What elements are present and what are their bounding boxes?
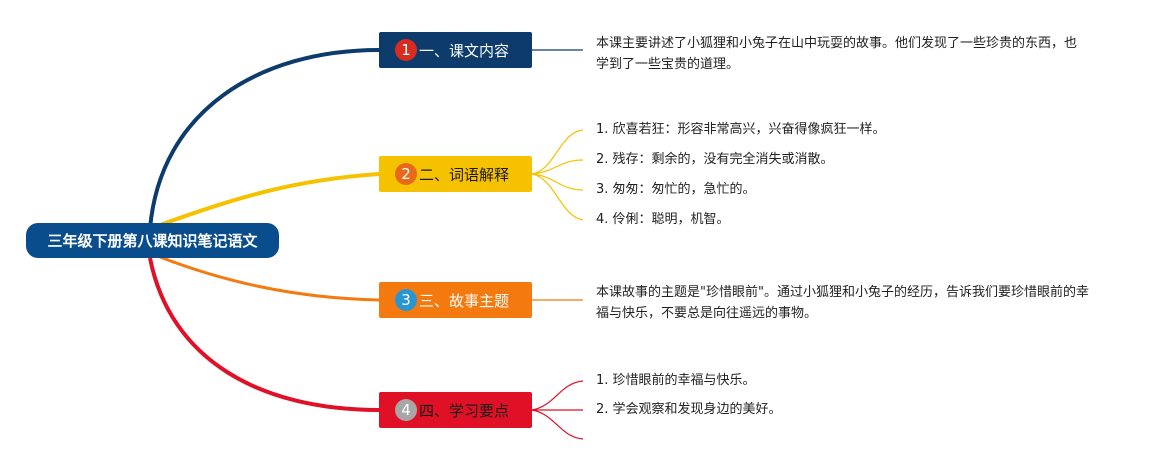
branch-1-note: 本课主要讲述了小狐狸和小兔子在山中玩耍的故事。他们发现了一些珍贵的东西，也学到了…: [596, 36, 1078, 72]
link-branch-4-leaf-1: [531, 380, 584, 411]
root-label: 三年级下册第八课知识笔记语文: [47, 232, 258, 250]
link-branch-4-leaf-3: [531, 409, 584, 440]
link-root-branch-2: [159, 172, 380, 227]
branch-2-leaf-2: 2. 残存：剩余的，没有完全消失或消散。: [596, 152, 834, 167]
branch-node-2[interactable]: 2 二、词语解释: [379, 156, 532, 192]
number-badge-2: 2: [395, 163, 417, 185]
link-root-branch-3: [159, 255, 380, 302]
root-node[interactable]: 三年级下册第八课知识笔记语文: [26, 223, 279, 258]
link-root-branch-1: [148, 48, 380, 230]
branch-node-1[interactable]: 1 一、课文内容: [379, 32, 532, 68]
link-branch-2-leaf-4: [531, 173, 584, 221]
branch-4-leaf-1: 1. 珍惜眼前的幸福与快乐。: [596, 373, 756, 388]
link-branch-2-leaf-1: [531, 129, 584, 175]
branch-2-leaf-4: 4. 伶俐：聪明，机智。: [596, 212, 730, 227]
number-badge-1: 1: [395, 39, 417, 61]
branch-node-3[interactable]: 3 三、故事主题: [379, 282, 532, 318]
branch-label-4: 四、学习要点: [419, 401, 510, 420]
branch-2-leaf-1: 1. 欣喜若狂：形容非常高兴，兴奋得像疯狂一样。: [596, 122, 886, 137]
branch-4-leaf-2: 2. 学会观察和发现身边的美好。: [596, 402, 782, 417]
branch-label-1: 一、课文内容: [419, 41, 510, 60]
link-branch-2-leaf-3: [531, 173, 584, 191]
branch-node-4[interactable]: 4 四、学习要点: [379, 392, 532, 428]
branch-label-2: 二、词语解释: [419, 165, 510, 184]
number-badge-3: 3: [395, 289, 417, 311]
branch-label-3: 三、故事主题: [419, 291, 510, 310]
branch-3-note: 本课故事的主题是"珍惜眼前"。通过小狐狸和小兔子的经历，告诉我们要珍惜眼前的幸福…: [596, 285, 1089, 321]
branch-2-leaf-3: 3. 匆匆：匆忙的，急忙的。: [596, 182, 756, 197]
link-root-branch-4: [148, 257, 380, 412]
number-badge-4: 4: [395, 399, 417, 421]
link-branch-2-leaf-2: [531, 159, 584, 175]
